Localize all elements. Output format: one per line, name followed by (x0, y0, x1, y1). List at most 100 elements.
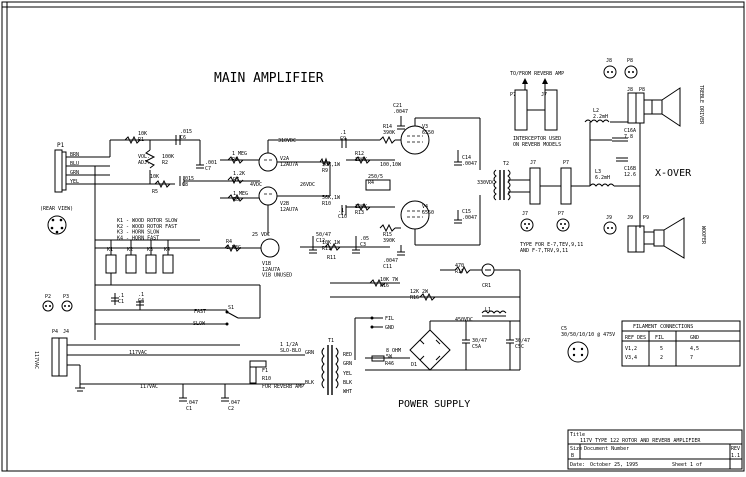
title-block: Title 117V TYPE 122 ROTOR AND REVERB AMP… (567, 429, 743, 470)
svg-text:P8: P8 (639, 87, 645, 93)
svg-text:P3: P3 (63, 294, 69, 300)
title-block-sheet: Sheet 1 of (672, 462, 702, 468)
svg-text:J4: J4 (63, 329, 69, 335)
rear-view-label: (REAR VIEW) (40, 206, 73, 212)
svg-text:P7: P7 (563, 160, 569, 166)
fil-label: FIL (385, 316, 394, 322)
title-block-date-label: Date: (570, 462, 585, 468)
svg-text:S1: S1 (228, 305, 234, 311)
filament-row-1-gnd: 4,5 (690, 346, 699, 352)
filament-row-2-gnd: 7 (690, 355, 693, 361)
filament-row-1-ref: V1,2 (625, 346, 637, 352)
filament-header-refdes: REF DES (625, 335, 646, 341)
v310-label: 310VDC (278, 138, 296, 144)
k2-label: K2 (127, 247, 133, 253)
tap-grn: GRN (343, 361, 352, 367)
gnd-label: GND (385, 325, 394, 331)
k1-label: K1 (107, 247, 113, 253)
svg-text:J7: J7 (541, 92, 547, 98)
svg-text:TREBLE DRIVER: TREBLE DRIVER (698, 85, 704, 125)
k3-label: K3 (147, 247, 153, 253)
k4-label: K4 (164, 247, 170, 253)
wire-brn: BRN (70, 152, 79, 158)
v330-label: 330VDC (477, 180, 495, 186)
r5-label: R5 (152, 189, 158, 195)
filament-table: FILAMENT CONNECTIONS REF DES FIL GND V1,… (621, 320, 741, 367)
svg-text:GRN: GRN (305, 350, 314, 356)
xover-title: X-OVER (655, 168, 692, 179)
woofer-speaker (663, 217, 685, 259)
filament-header-fil: FIL (655, 335, 664, 341)
vol-adj-label: VOL.ADJ. (138, 154, 150, 166)
title-block-doc-label: Document Number (584, 446, 629, 452)
svg-text:P9: P9 (643, 215, 649, 221)
v450-label: 450VDC (455, 317, 473, 323)
cr1-label: CR1 (482, 283, 491, 289)
fast-label: FAST (194, 309, 206, 315)
p2-p3-connectors: P2 P3 (42, 294, 73, 312)
l1-label: L1 (485, 307, 491, 313)
interceptor-section: TO/FROM REVERB AMP P7 J7 INTERCEPTOR USE… (508, 71, 590, 254)
svg-text:WOOFER: WOOFER (700, 226, 706, 245)
v1b-tube (260, 238, 280, 258)
v26-label: 26VDC (300, 182, 315, 188)
v4-label: 4VDC (250, 182, 262, 188)
svg-text:P1: P1 (57, 142, 65, 149)
svg-text:D1: D1 (411, 362, 417, 368)
svg-text:J8: J8 (606, 58, 612, 64)
to-from-reverb-label: TO/FROM REVERB AMP (510, 71, 564, 77)
filament-table-title: FILAMENT CONNECTIONS (633, 324, 693, 330)
filament-header-gnd: GND (690, 335, 699, 341)
svg-text:P2: P2 (45, 294, 51, 300)
v25-label: 25 VDC (252, 232, 270, 238)
f1-label: F1 (262, 368, 268, 374)
tap-blk: BLK (343, 380, 352, 386)
wire-grn: GRN (70, 170, 79, 176)
rear-view-socket: (REAR VIEW) (40, 206, 73, 235)
svg-text:P8: P8 (627, 58, 633, 64)
r3-label: 10K (150, 174, 159, 180)
svg-text:J7: J7 (522, 211, 528, 217)
r10b-label: R10 (262, 376, 271, 382)
title-block-title-label: Title (570, 432, 585, 438)
svg-text:117VAC: 117VAC (33, 351, 39, 369)
svg-text:P7: P7 (558, 211, 564, 217)
svg-text:BLK: BLK (305, 380, 314, 386)
power-supply-title: POWER SUPPLY (398, 399, 470, 410)
svg-text:J8: J8 (627, 87, 633, 93)
v117b-label: 117VAC (140, 384, 158, 390)
